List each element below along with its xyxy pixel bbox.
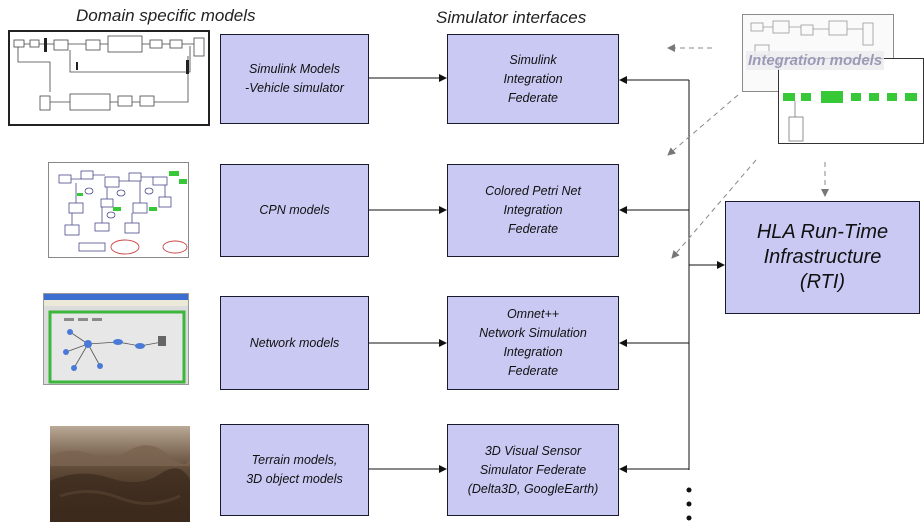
petri-net-image [58, 170, 188, 255]
domain-models-header: Domain specific models [76, 6, 256, 25]
visual-sensor-federate-label: 3D Visual Sensor Simulator Federate (Del… [467, 443, 599, 496]
omnet-federate-label: Omnet++ Network Simulation Integration F… [479, 307, 587, 378]
simulink-models-box: Simulink Models -Vehicle simulator [220, 34, 369, 124]
hla-rti-label: HLA Run-Time Infrastructure (RTI) [756, 221, 889, 293]
network-topology-image [44, 294, 188, 384]
simulink-federate-box: Simulink Integration Federate [447, 34, 619, 124]
simulink-diagram-thumbnail [8, 30, 210, 126]
omnet-federate-box: Omnet++ Network Simulation Integration F… [447, 296, 619, 390]
hla-rti-box: HLA Run-Time Infrastructure (RTI) [725, 201, 920, 314]
cpn-model-thumbnail [48, 162, 189, 258]
integration-back-image [750, 20, 874, 56]
terrain-models-label: Terrain models, 3D object models [246, 453, 343, 486]
simulink-blocks-image [13, 35, 205, 111]
cpn-models-label: CPN models [259, 203, 330, 217]
cpn-models-box: CPN models [220, 164, 369, 257]
integration-front-image [783, 91, 917, 142]
simulink-federate-label: Simulink Integration Federate [503, 52, 563, 105]
network-model-thumbnail [43, 293, 189, 385]
terrain-model-thumbnail [50, 426, 190, 522]
terrain-image [50, 445, 190, 522]
integration-model-thumbnail-front [778, 58, 924, 144]
network-models-label: Network models [249, 335, 340, 350]
network-models-box: Network models [220, 296, 369, 390]
integration-models-label: Integration models [746, 51, 885, 70]
simulink-models-label: Simulink Models -Vehicle simulator [245, 62, 344, 95]
simulator-interfaces-header: Simulator interfaces [436, 8, 587, 27]
cpn-federate-box: Colored Petri Net Integration Federate [447, 164, 619, 257]
cpn-federate-label: Colored Petri Net Integration Federate [485, 184, 581, 236]
terrain-models-box: Terrain models, 3D object models [220, 424, 369, 516]
visual-sensor-federate-box: 3D Visual Sensor Simulator Federate (Del… [447, 424, 619, 516]
